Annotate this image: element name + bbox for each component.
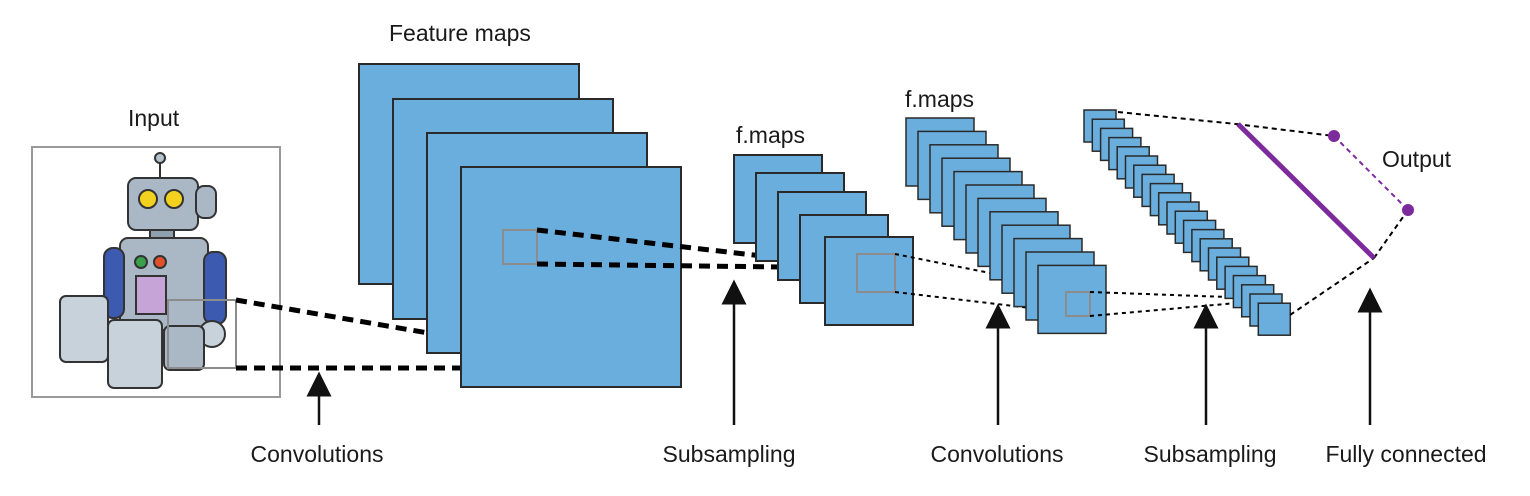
connection-line [1373,209,1409,259]
output-label: Output [1382,146,1452,172]
stage-label-convolutions-2: Convolutions [930,441,1064,467]
feature-map [824,236,914,326]
fmaps-label-1: f.maps [736,122,806,148]
output-node [1402,204,1414,216]
feature-maps-label: Feature maps [389,20,531,46]
feature-map [460,166,682,388]
robot-illustration [59,152,227,389]
connection-line [1289,257,1375,316]
fmaps-stack-1 [733,154,914,326]
input-label: Input [128,105,180,131]
subsampled-stack [1083,109,1292,336]
feature-map [1257,302,1292,336]
stage-label-subsampling-1: Subsampling [662,441,796,467]
feature-maps-stack [358,63,682,388]
fmaps-2-window [1065,291,1091,317]
stage-label-subsampling-2: Subsampling [1143,441,1277,467]
output-node [1328,130,1340,142]
fmaps-1-window [856,253,896,293]
fully-connected-layer [1117,111,1414,316]
input-image [31,146,281,398]
fmaps-label-2: f.maps [905,86,975,112]
fmaps-stack-2 [905,117,1107,335]
connection-line [1117,111,1237,125]
stage-label-fully-connected: Fully connected [1325,441,1487,467]
connection-line [1235,123,1335,137]
stage-label-convolutions-1: Convolutions [250,441,384,467]
input-receptive-field [167,299,237,369]
feature-map-window [502,229,538,265]
fully-connected-bar [1236,122,1376,260]
stage-arrows [306,279,1383,425]
feature-map [1037,264,1107,335]
